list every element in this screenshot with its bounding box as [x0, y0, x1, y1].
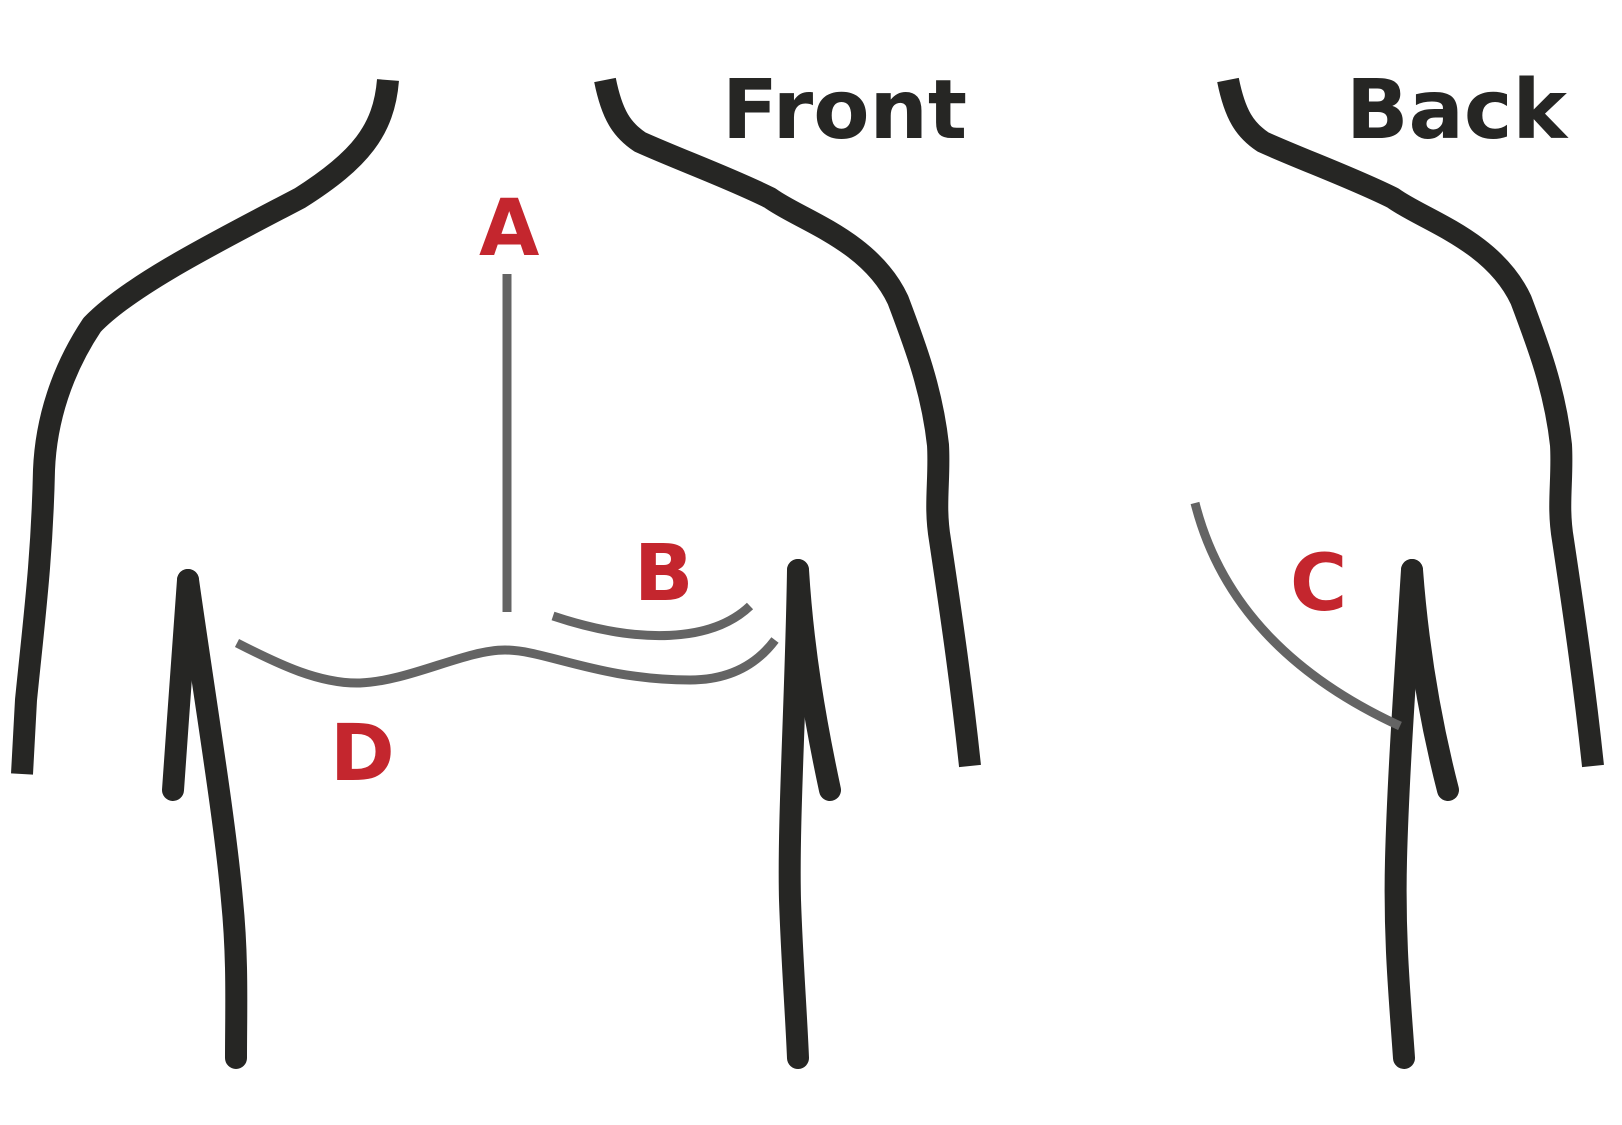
incision-c-line: [1190, 501, 1402, 731]
front-left-neck-shoulder-outline: [11, 78, 399, 775]
front-view: Front A B D: [11, 63, 981, 1069]
front-right-neck-shoulder-outline: [594, 77, 981, 768]
front-left-torso-outline: [177, 569, 248, 1069]
back-neck-shoulder-outline: [1217, 77, 1604, 768]
marker-a: A: [479, 184, 539, 274]
front-view-title: Front: [722, 63, 967, 158]
marker-d: D: [330, 709, 395, 799]
back-view-title: Back: [1346, 63, 1569, 158]
marker-c: C: [1290, 539, 1347, 629]
back-torso-outline: [1384, 559, 1423, 1069]
front-right-torso-outline: [778, 559, 809, 1069]
marker-b: B: [634, 529, 693, 619]
incision-d-line: [234, 637, 779, 688]
incision-b-line: [551, 602, 754, 641]
back-view: Back C: [1190, 63, 1604, 1069]
